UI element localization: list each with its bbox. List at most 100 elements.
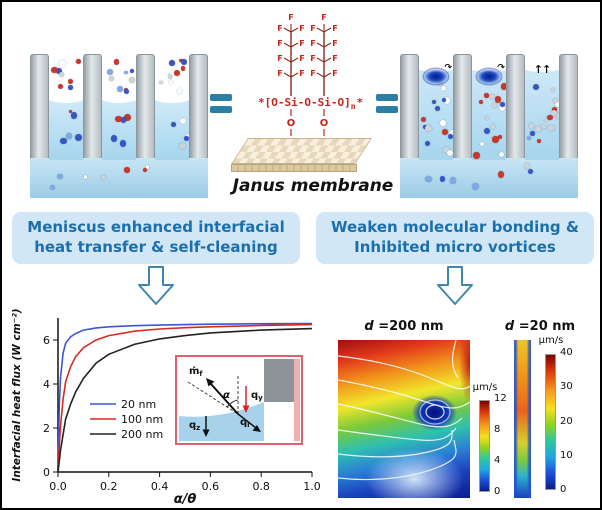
flooded-liquid: ↑↑ [519, 60, 565, 160]
down-arrow-icon [138, 266, 174, 305]
svg-text:1.0: 1.0 [303, 480, 321, 493]
x-axis-label: α/θ [174, 492, 197, 507]
molecule-icon [492, 136, 499, 143]
molecule-icon [479, 100, 484, 105]
svg-text:F: F [332, 24, 337, 33]
molecule-icon [107, 68, 114, 76]
molecule-icon [442, 128, 449, 135]
down-arrow-icon [437, 266, 473, 305]
molecule-icon [554, 112, 561, 119]
colorbar-tick-label: 10 [560, 449, 573, 461]
colorbar-unit-20nm: μm/s [538, 335, 564, 346]
molecule-icon [180, 58, 188, 66]
molecule-icon [184, 135, 190, 141]
membrane-pore [95, 54, 143, 160]
molecule-icon [550, 110, 557, 117]
molecule-icon [173, 69, 180, 76]
up-arrows-icon: ↑↑ [533, 63, 551, 76]
svg-text:F: F [299, 24, 304, 33]
molecule-icon [124, 113, 132, 121]
series-line [57, 322, 313, 473]
svg-text:F: F [332, 69, 337, 78]
molecule-icon [119, 140, 127, 147]
molecule-icon [443, 97, 451, 104]
molecule-icon [527, 169, 534, 175]
membrane-wall [83, 54, 102, 158]
molecule-icon [176, 88, 183, 94]
molecule-icon [128, 77, 135, 84]
molecule-icon [434, 106, 440, 112]
membrane-pore [42, 54, 90, 160]
left-message-line1: Meniscus enhanced interfacial [27, 218, 285, 237]
svg-text:F: F [299, 54, 304, 63]
molecule-icon [551, 107, 558, 114]
membrane-slab-top [231, 138, 372, 164]
svg-text:0.0: 0.0 [49, 480, 67, 493]
molecule-icon [425, 175, 432, 183]
molecule-icon [529, 130, 535, 136]
molecule-icon [57, 83, 64, 90]
svg-text:α: α [223, 390, 230, 401]
molecule-icon [532, 83, 540, 91]
meniscus-liquid [95, 85, 143, 160]
colorbar-tick-label: 0 [494, 486, 501, 497]
molecule-icon [497, 171, 505, 178]
flow-field-title-20nm: d =20 nm [504, 319, 576, 334]
svg-text:2: 2 [43, 422, 50, 435]
svg-text:F: F [310, 24, 315, 33]
svg-text:0.8: 0.8 [252, 480, 270, 493]
molecule-icon [548, 124, 555, 132]
svg-text:qy: qy [251, 390, 263, 402]
feed-liquid [400, 156, 578, 198]
svg-text:qz: qz [189, 420, 200, 432]
molecule-icon [440, 85, 446, 91]
molecule-icon [540, 123, 547, 130]
streamlines [338, 340, 470, 481]
molecule-icon [124, 89, 130, 95]
legend-label: 20 nm [121, 398, 156, 411]
molecule-icon [120, 117, 127, 124]
molecule-icon [145, 165, 150, 169]
left-message-box: Meniscus enhanced interfacial heat trans… [12, 212, 300, 264]
series-line [57, 323, 313, 473]
molecule-icon [179, 117, 187, 125]
molecule-icon [180, 66, 186, 71]
molecule-icon [448, 133, 454, 139]
molecule-icon [534, 125, 542, 133]
molecule-icon [142, 167, 148, 172]
flooded-membrane-illustration: ↷ ↷ ↑↑ [400, 54, 578, 198]
molecule-icon [528, 123, 535, 130]
molecule-icon [484, 93, 489, 98]
molecule-icon [113, 59, 120, 65]
molecule-icon [443, 147, 450, 154]
molecule-icon [449, 130, 455, 136]
vortex-arrow-icon: ↷ [497, 63, 505, 73]
molecule-icon [59, 71, 65, 78]
molecule-icon [67, 78, 74, 84]
svg-text:F: F [277, 54, 282, 63]
molecule-icon [179, 142, 186, 150]
membrane-pore [148, 54, 196, 160]
molecule-icon [500, 83, 507, 90]
colorbar-tick-label: 8 [494, 424, 501, 435]
vortex-arrow-icon: ↷ [444, 63, 452, 73]
svg-text:0: 0 [43, 466, 50, 479]
series-line [57, 327, 313, 473]
molecule-icon [60, 137, 67, 145]
molecule-icon [500, 102, 506, 108]
molecule-icon [440, 120, 446, 126]
molecule-icon [110, 134, 118, 142]
molecule-icon [50, 184, 56, 190]
siloxane-formula: *[O-Si-O-Si-O]n* [258, 96, 363, 111]
molecule-icon [440, 176, 446, 182]
legend-label: 100 nm [121, 413, 163, 426]
molecule-icon [553, 98, 558, 103]
molecule-icon [490, 124, 496, 129]
molecule-icon [484, 116, 489, 121]
molecule-icon [56, 67, 63, 74]
left-message-line2: heat transfer & self-cleaning [34, 238, 278, 256]
